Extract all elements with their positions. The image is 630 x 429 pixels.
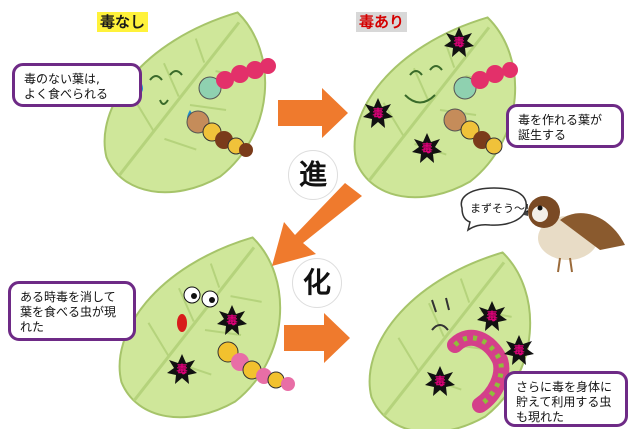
bubble-bottom-right: さらに毒を身体に 貯えて利用する虫 も現れた: [504, 371, 628, 427]
poison-label: 毒: [227, 313, 238, 327]
bubble-bottom-left: ある時毒を消して 葉を食べる虫が現 れた: [8, 281, 136, 341]
poison-label: 毒: [514, 343, 525, 357]
bubble-text: 誕生する: [518, 128, 567, 142]
arrow-right-bottom: [284, 313, 350, 363]
poison-label: 毒: [422, 141, 433, 155]
bubble-text: 貯えて利用する虫: [516, 395, 612, 409]
bubble-top-left: 毒のない葉は, よく食べられる: [12, 63, 142, 107]
evolution-char-shin: 進: [288, 150, 338, 200]
caterpillar-yellow: [217, 341, 295, 391]
bubble-text: 葉を食べる虫が現: [20, 305, 117, 319]
bubble-top-right: 毒を作れる葉が 誕生する: [506, 104, 624, 148]
arrow-diagonal: [272, 183, 362, 266]
bird-speech: まずそう～!: [470, 202, 530, 215]
poison-label: 毒: [435, 374, 446, 388]
face-bottom-right: [431, 297, 450, 331]
heading-no-poison: 毒なし: [97, 12, 149, 32]
caterpillar-brown-2: [443, 108, 503, 155]
bubble-text: 毒のない葉は,: [24, 72, 100, 86]
poison-label: 毒: [177, 362, 188, 376]
googly-eyes: [183, 286, 219, 308]
bird-speech-bubble: [460, 187, 527, 232]
caterpillar-brown: [186, 110, 253, 157]
face-top-right: [404, 65, 443, 104]
arrow-right-top: [278, 88, 348, 138]
face-top-left: [149, 70, 183, 105]
bubble-text: さらに毒を身体に: [516, 380, 613, 394]
poison-label: 毒: [454, 35, 465, 49]
poison-label: 毒: [373, 106, 384, 120]
bubble-text: も現れた: [516, 410, 565, 424]
bubble-text: ある時毒を消して: [20, 290, 116, 304]
caterpillar-pink-2: [453, 62, 518, 100]
bubble-text: 毒を作れる葉が: [518, 113, 603, 127]
bubble-text: れた: [20, 320, 45, 334]
sparrow: [520, 196, 625, 273]
poison-label: 毒: [487, 309, 498, 323]
caterpillar-pink: [198, 58, 276, 100]
heading-with-poison: 毒あり: [356, 12, 408, 32]
mouth-red: [177, 314, 187, 332]
leaf-top-right: [337, 13, 531, 208]
bubble-text: よく食べられる: [24, 87, 109, 101]
evolution-char-ka: 化: [292, 258, 342, 308]
